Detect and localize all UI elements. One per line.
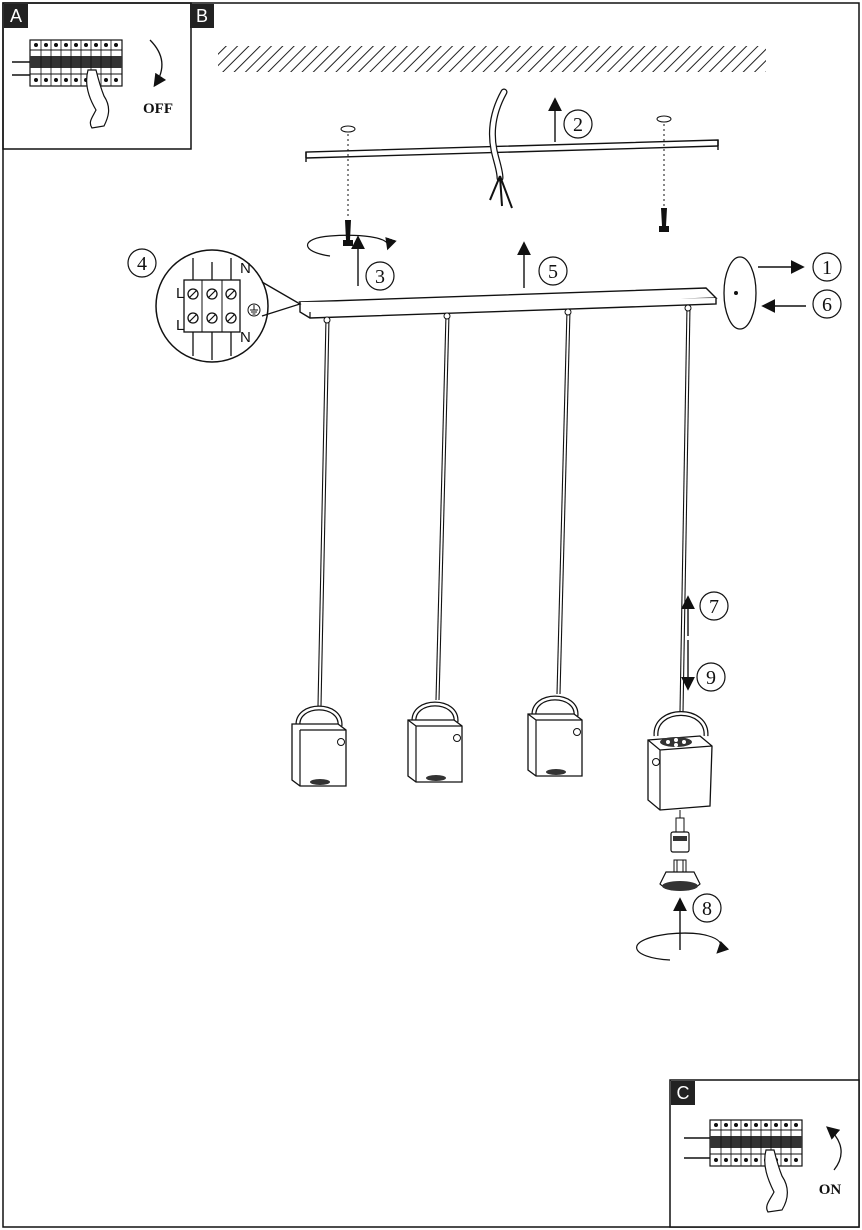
- switch-on-arrow: [826, 1126, 842, 1171]
- step-label-5: 5: [548, 261, 558, 283]
- panel-c-tag-box: [671, 1081, 695, 1105]
- step-label-8: 8: [702, 898, 712, 920]
- terminal-label-n-bottom: N: [240, 329, 251, 346]
- panel-c: C ON: [669, 1079, 860, 1228]
- lamp-head-3: [527, 695, 583, 777]
- fuse-board-icon: [709, 1119, 803, 1167]
- panel-a-tag: A: [10, 6, 22, 26]
- step-arrows: [351, 97, 806, 950]
- rotate-arrow: [307, 234, 397, 257]
- step-label-9: 9: [706, 667, 716, 689]
- step-label-7: 7: [709, 596, 719, 618]
- mains-cable: [488, 88, 513, 209]
- step-label-3: 3: [375, 266, 385, 288]
- panel-a-off-label: OFF: [143, 101, 173, 117]
- canopy-rail: [298, 287, 718, 319]
- bulb-holder: [670, 810, 690, 853]
- terminal-label-n-top: N: [240, 260, 251, 277]
- panel-b-tag: B: [196, 6, 208, 26]
- step-label-6: 6: [822, 294, 832, 316]
- step-badge-5: [538, 256, 568, 286]
- panel-a-tag-box: [4, 4, 28, 28]
- screw-icon: [343, 220, 353, 246]
- step-label-1: 1: [822, 257, 832, 279]
- step-badge-4: [127, 248, 157, 278]
- earth-icon: [247, 303, 261, 317]
- step-label-2: 2: [573, 114, 583, 136]
- step-badge-8: [692, 893, 722, 923]
- end-cap-screw-icon: [734, 291, 738, 295]
- panel-b-tag-box: [190, 4, 214, 28]
- pendant-cables: [317, 305, 691, 713]
- panel-c-on-label: ON: [819, 1182, 842, 1198]
- step-badge-1: [812, 252, 842, 282]
- switch-off-arrow: [149, 39, 167, 88]
- ceiling-hatch: [218, 46, 766, 72]
- step-badge-7: [699, 591, 729, 621]
- step-badge-3: [365, 261, 395, 291]
- terminal-label-l-bottom: L: [176, 317, 184, 334]
- lamp-head-1: [291, 705, 347, 787]
- washer-icon: [340, 125, 356, 133]
- gu10-bulb-icon: [659, 859, 701, 891]
- terminal-block: [183, 279, 241, 333]
- screw-icon: [659, 208, 669, 232]
- step-badges: 1 2 3 4 5 6 7 8 9: [127, 109, 842, 923]
- rotate-arrow: [636, 932, 730, 961]
- fuse-board-icon: [29, 39, 123, 87]
- panel-a: A OFF: [2, 2, 192, 150]
- hand-icon: [86, 69, 110, 129]
- step-badge-6: [812, 289, 842, 319]
- terminal-block-callout: L N L N: [155, 249, 302, 363]
- lamp-head-2: [407, 701, 463, 783]
- step-badge-9: [696, 662, 726, 692]
- cable-grips: [323, 304, 692, 324]
- panel-a-frame: [2, 2, 192, 150]
- step-label-4: 4: [137, 253, 147, 275]
- end-cap-outline: [723, 256, 757, 330]
- terminal-label-l-top: L: [176, 285, 184, 302]
- hand-icon: [764, 1149, 788, 1213]
- step-badge-2: [563, 109, 593, 139]
- washer-icon: [656, 115, 672, 123]
- mounting-bracket: [305, 139, 719, 162]
- panel-c-tag: C: [677, 1083, 690, 1103]
- lamp-head-4: [647, 711, 713, 811]
